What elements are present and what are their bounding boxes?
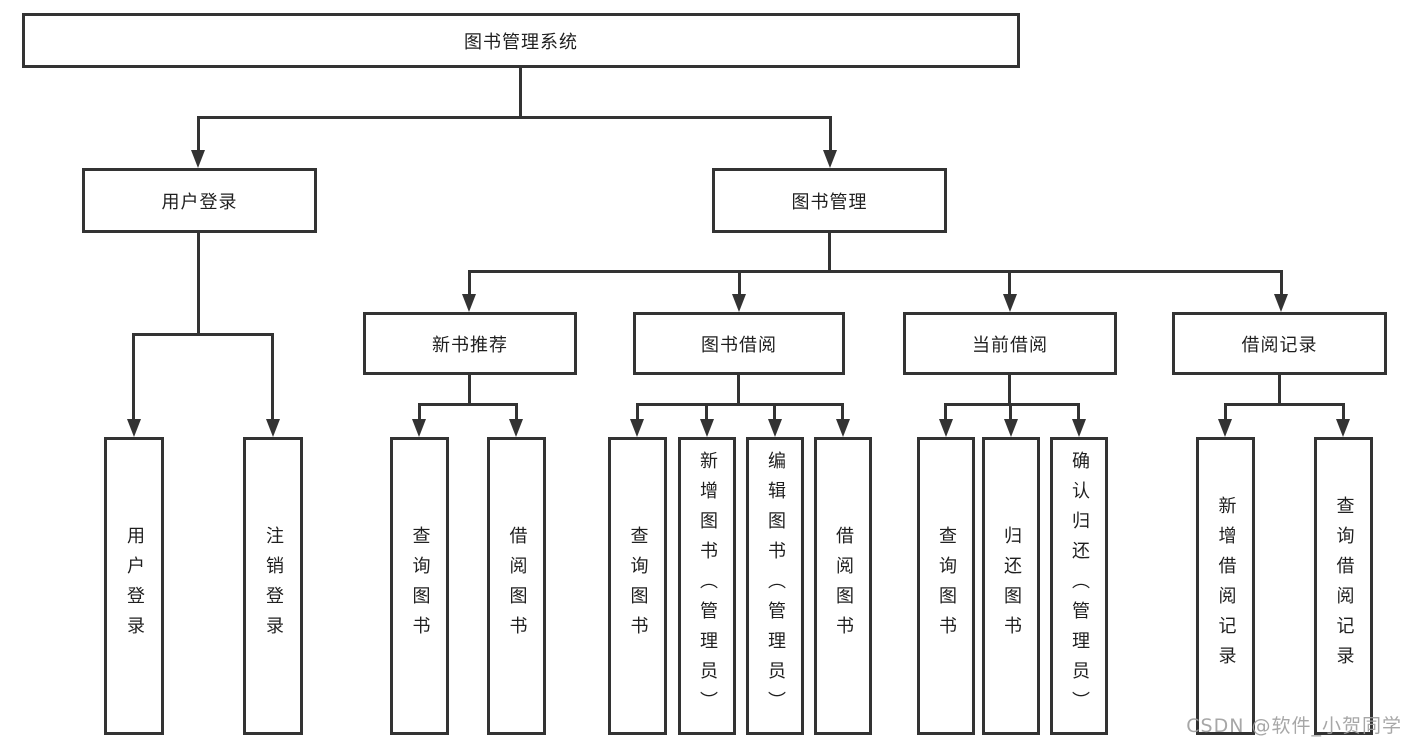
leaf-borrow-edit-books-admin: 编辑图书（管理员） [746,437,804,735]
node-library-system: 图书管理系统 [22,13,1020,68]
connector-records-leaf2-drop [1342,403,1345,419]
node-book-borrowing: 图书借阅 [633,312,845,375]
leaf-records-add-borrow-record-label: 新增借阅记录 [1215,496,1237,676]
arrow-down-icon [1003,294,1017,312]
connector-user-hline [132,333,274,336]
leaf-current-confirm-return-admin: 确认归还（管理员） [1050,437,1108,735]
leaf-logout-label: 注销登录 [263,526,284,646]
arrow-down-icon [509,419,523,437]
connector-book-mgmt-drop [829,116,832,152]
connector-newrec-drop [468,270,471,296]
connector-bookmgmt-hline [468,270,1282,273]
node-new-book-recommend: 新书推荐 [363,312,577,375]
connector-user-stem [197,233,200,335]
arrow-down-icon [266,419,280,437]
leaf-borrow-query-books: 查询图书 [608,437,667,735]
node-current-borrowing: 当前借阅 [903,312,1117,375]
leaf-borrow-borrow-books: 借阅图书 [814,437,872,735]
leaf-recommend-borrow-books-label: 借阅图书 [506,526,528,646]
connector-records-hline [1224,403,1344,406]
arrow-down-icon [939,419,953,437]
node-library-system-label: 图书管理系统 [464,31,578,53]
connector-borrow-leaf4-drop [841,403,844,419]
arrow-down-icon [412,419,426,437]
arrow-down-icon [768,419,782,437]
leaf-records-query-borrow-record: 查询借阅记录 [1314,437,1373,735]
connector-user-leaf2-drop [271,333,274,419]
leaf-current-confirm-return-admin-label: 确认归还（管理员） [1069,451,1090,721]
leaf-logout: 注销登录 [243,437,303,735]
leaf-user-login: 用户登录 [104,437,164,735]
leaf-current-return-books: 归还图书 [982,437,1040,735]
leaf-current-query-books-label: 查询图书 [936,526,957,646]
leaf-records-add-borrow-record: 新增借阅记录 [1196,437,1255,735]
node-borrowing-records: 借阅记录 [1172,312,1387,375]
connector-newrec-leaf2-drop [515,403,518,419]
arrow-down-icon [700,419,714,437]
node-new-book-recommend-label: 新书推荐 [432,334,508,356]
connector-newrec-leaf1-drop [418,403,421,419]
leaf-borrow-add-books-admin-label: 新增图书（管理员） [697,451,718,721]
node-book-management: 图书管理 [712,168,947,233]
leaf-borrow-add-books-admin: 新增图书（管理员） [678,437,736,735]
arrow-down-icon [823,150,837,168]
connector-borrow-leaf1-drop [636,403,639,419]
node-user-login: 用户登录 [82,168,317,233]
arrow-down-icon [1072,419,1086,437]
arrow-down-icon [462,294,476,312]
arrow-down-icon [1218,419,1232,437]
leaf-user-login-label: 用户登录 [124,526,145,646]
connector-root-stem [519,68,522,118]
node-book-borrowing-label: 图书借阅 [701,334,777,356]
node-user-login-label: 用户登录 [161,191,238,213]
connector-user-leaf1-drop [132,333,135,419]
leaf-recommend-borrow-books: 借阅图书 [487,437,546,735]
leaf-recommend-query-books: 查询图书 [390,437,449,735]
leaf-borrow-borrow-books-label: 借阅图书 [833,526,854,646]
arrow-down-icon [1336,419,1350,437]
connector-newrec-hline [418,403,518,406]
connector-borrow-drop [738,270,741,296]
node-borrowing-records-label: 借阅记录 [1241,334,1318,356]
connector-records-drop [1280,270,1283,296]
connector-newrec-stem [468,375,471,406]
arrow-down-icon [732,294,746,312]
arrow-down-icon [191,150,205,168]
node-current-borrowing-label: 当前借阅 [972,334,1048,356]
connector-records-stem [1278,375,1281,406]
connector-bookmgmt-stem [828,233,831,273]
connector-borrow-hline [636,403,843,406]
connector-current-leaf3-drop [1077,403,1080,419]
connector-borrow-leaf3-drop [773,403,776,419]
arrow-down-icon [127,419,141,437]
connector-borrow-leaf2-drop [705,403,708,419]
leaf-records-query-borrow-record-label: 查询借阅记录 [1333,496,1355,676]
connector-current-stem [1008,375,1011,406]
leaf-current-query-books: 查询图书 [917,437,975,735]
leaf-recommend-query-books-label: 查询图书 [409,526,431,646]
arrow-down-icon [1004,419,1018,437]
connector-current-drop [1008,270,1011,296]
connector-current-leaf1-drop [944,403,947,419]
connector-user-login-drop [197,116,200,152]
leaf-current-return-books-label: 归还图书 [1001,526,1022,646]
connector-root-hline [197,116,831,119]
connector-borrow-stem [737,375,740,406]
connector-current-leaf2-drop [1009,403,1012,419]
arrow-down-icon [836,419,850,437]
connector-records-leaf1-drop [1224,403,1227,419]
leaf-borrow-edit-books-admin-label: 编辑图书（管理员） [765,451,786,721]
leaf-borrow-query-books-label: 查询图书 [627,526,649,646]
connector-current-hline [945,403,1080,406]
arrow-down-icon [630,419,644,437]
csdn-watermark: CSDN @软件_小贺同学 [1186,715,1402,737]
node-book-management-label: 图书管理 [791,191,868,213]
arrow-down-icon [1274,294,1288,312]
